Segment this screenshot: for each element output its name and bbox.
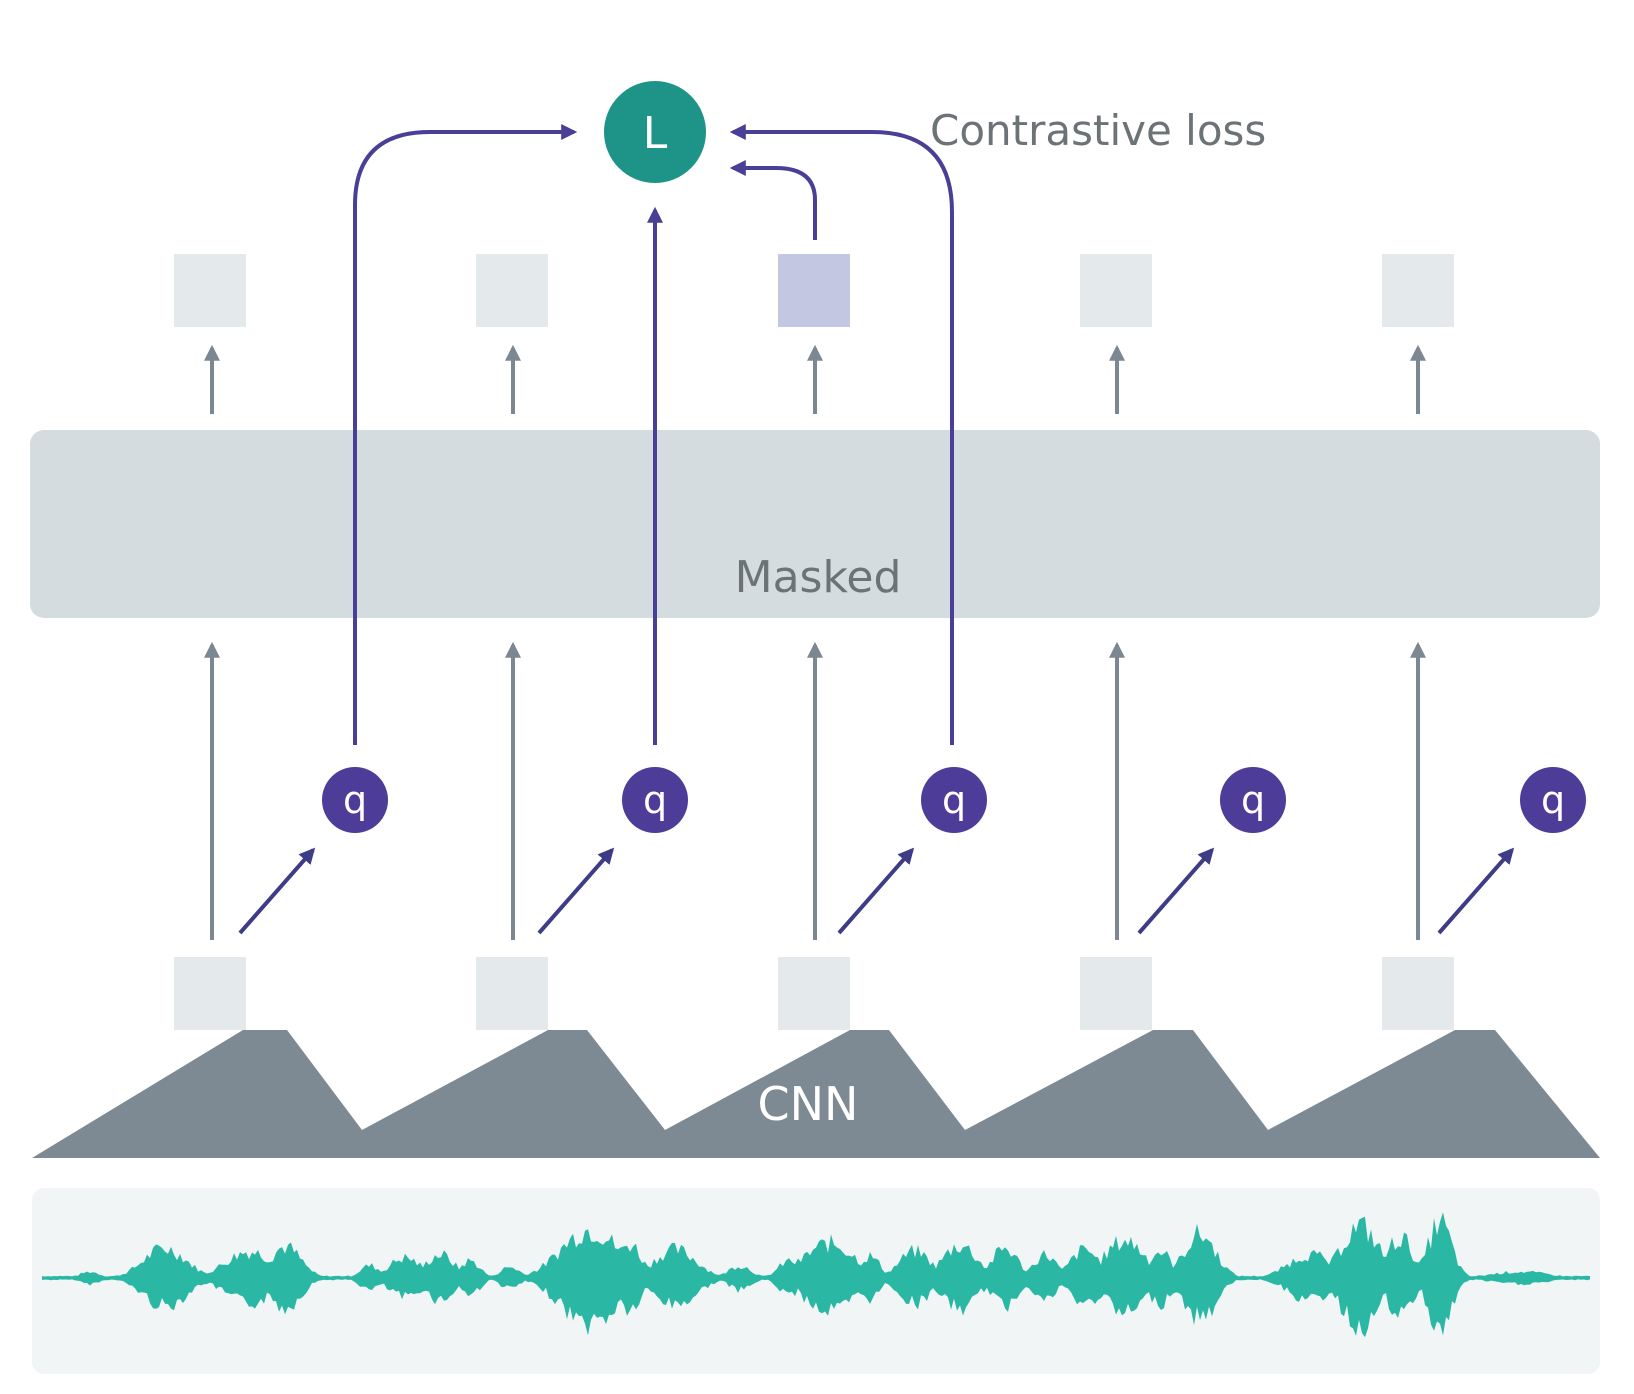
audio-waveform bbox=[42, 1212, 1590, 1338]
quantizer-node: q bbox=[1520, 767, 1586, 833]
loss-symbol: L bbox=[643, 108, 668, 159]
masked-label: Masked bbox=[735, 552, 902, 603]
context-box bbox=[1382, 254, 1454, 327]
quantizer-node: q bbox=[322, 767, 388, 833]
latent-boxes bbox=[174, 957, 1454, 1030]
quantizer-node: q bbox=[622, 767, 688, 833]
diagonal-arrow bbox=[537, 847, 615, 935]
latent-box bbox=[1080, 957, 1152, 1030]
latent-to-encoder-arrows bbox=[204, 641, 1426, 940]
cnn-encoder bbox=[32, 1030, 1600, 1158]
quantizer-nodes: q q q q q bbox=[322, 767, 1586, 833]
latent-box bbox=[778, 957, 850, 1030]
latent-box bbox=[476, 957, 548, 1030]
encoder-to-context-arrows bbox=[204, 344, 1426, 414]
quantizer-label: q bbox=[1541, 778, 1565, 822]
context-box bbox=[1080, 254, 1152, 327]
loss-label: Contrastive loss bbox=[930, 106, 1266, 155]
quantizer-label: q bbox=[942, 778, 966, 822]
diagonal-arrow bbox=[1437, 847, 1515, 935]
diagonal-arrow bbox=[837, 847, 915, 935]
quantizer-label: q bbox=[643, 778, 667, 822]
cnn-label: CNN bbox=[758, 1077, 859, 1131]
loss-arrow-target bbox=[729, 160, 817, 240]
diagonal-arrow bbox=[238, 847, 316, 935]
loss-arrows bbox=[353, 124, 954, 745]
latent-box bbox=[1382, 957, 1454, 1030]
quantizer-node: q bbox=[1220, 767, 1286, 833]
context-box bbox=[476, 254, 548, 327]
loss-arrow-right bbox=[729, 124, 954, 745]
context-boxes bbox=[174, 254, 1454, 327]
loss-node: L bbox=[604, 81, 706, 183]
context-box bbox=[174, 254, 246, 327]
quantizer-node: q bbox=[921, 767, 987, 833]
masked-encoder bbox=[30, 430, 1600, 618]
quantizer-arrows bbox=[238, 847, 1515, 935]
loss-arrow-left bbox=[353, 124, 578, 745]
latent-box bbox=[174, 957, 246, 1030]
quantizer-label: q bbox=[1241, 778, 1265, 822]
context-box-target bbox=[778, 254, 850, 327]
quantizer-label: q bbox=[343, 778, 367, 822]
diagonal-arrow bbox=[1137, 847, 1215, 935]
